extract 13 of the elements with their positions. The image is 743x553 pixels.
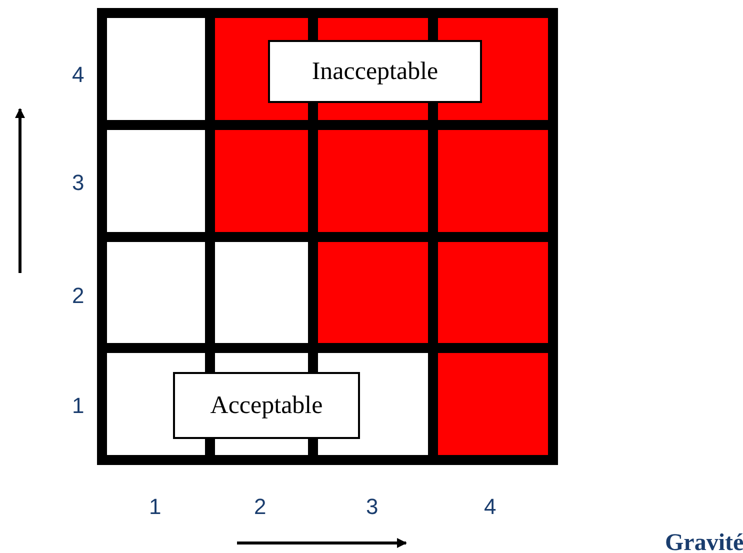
zone-label: Acceptable [210,392,323,420]
axis-tick-label: 4 [484,495,496,519]
axis-tick-label: 2 [254,495,266,519]
axis-tick-label: 2 [72,284,84,308]
zone-label: Inacceptable [312,58,438,86]
zone-label-box [173,372,360,439]
axis-tick-label: 4 [72,63,84,87]
zone-label-box [268,40,482,103]
axis-tick-label: 3 [72,171,84,195]
axis-title: Gravité [665,529,743,553]
axis-tick-label: 3 [366,495,378,519]
axis-tick-label: 1 [72,394,84,418]
axis-tick-label: 1 [149,495,162,519]
